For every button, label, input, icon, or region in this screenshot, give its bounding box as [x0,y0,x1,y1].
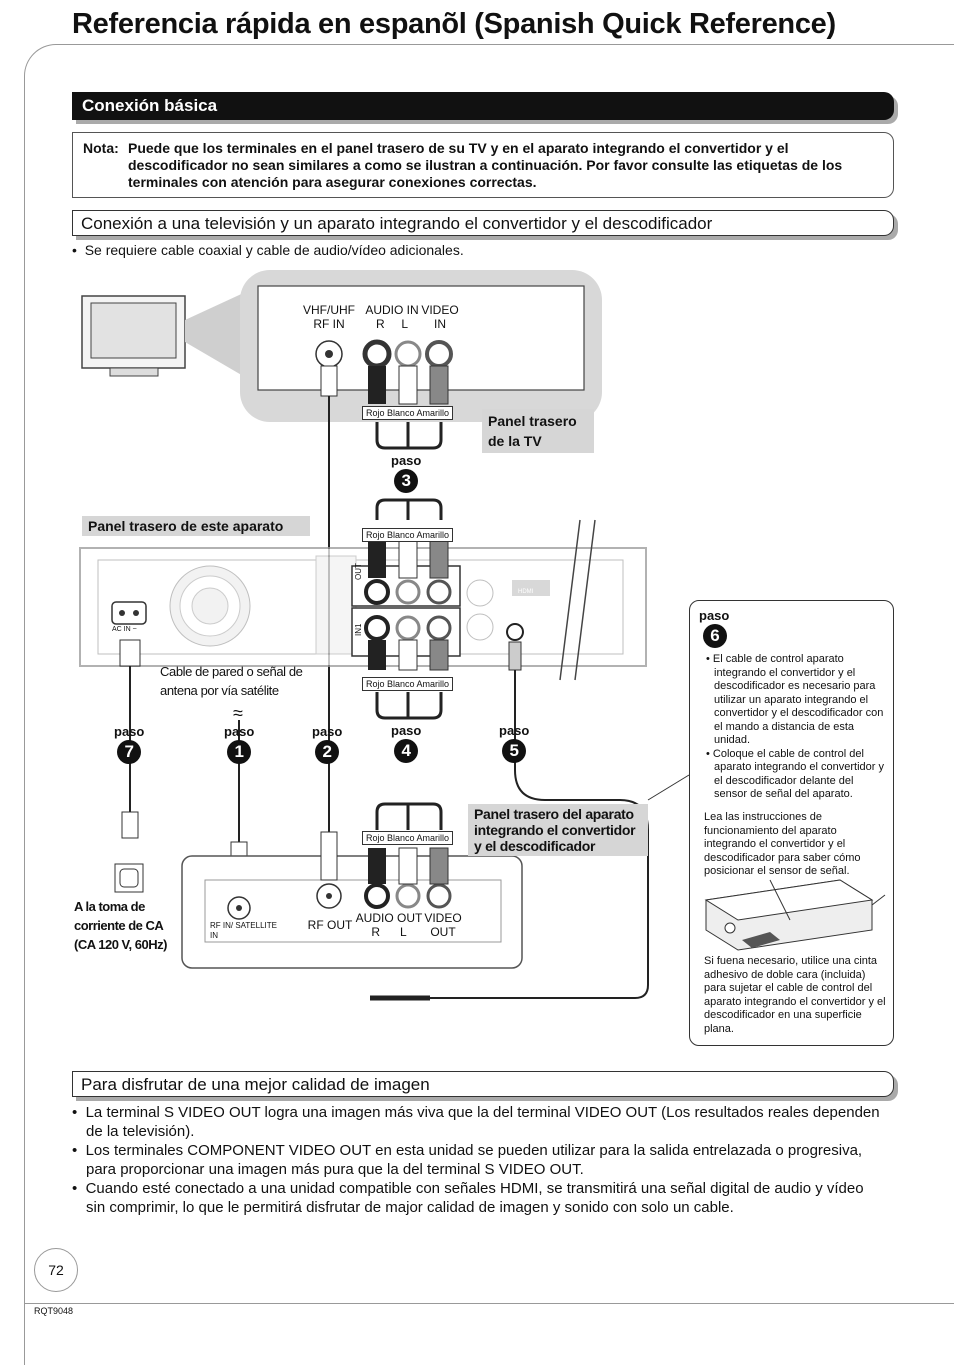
tv-icon [81,295,186,377]
tv-panel-label-1: Panel trasero [488,413,577,429]
step-6-bullet-2: Coloque el cable de control del aparato … [712,747,884,801]
tv-rf-label-1: VHF/UHF [303,303,355,317]
tv-audio-label-1: AUDIO IN [365,303,419,317]
stb-rf-out-label: RF OUT [307,918,353,932]
cable-note: • Se requiere cable coaxial y cable de a… [72,242,464,258]
quality-bullets: • La terminal S VIDEO OUT logra una imag… [72,1103,884,1217]
step-6-box [689,600,894,1046]
stb-audio-out-2: R L [371,925,407,939]
quality-bullet-2: Los terminales COMPONENT VIDEO OUT en es… [85,1142,863,1178]
out-label: OUT [354,563,363,580]
tv-audio-label-2: R L [375,317,408,331]
model-code: RQT9048 [34,1306,74,1316]
page-title: Referencia rápida en espanõl (Spanish Qu… [72,8,836,40]
cable-color-label: Rojo Blanco Amarillo [362,406,454,420]
step-1-num: 1 [227,740,252,764]
hdmi-logo: HDMI [518,589,534,595]
page-frame [24,44,954,1365]
step-5-num: 5 [502,739,527,763]
ac-outlet-label: A la toma de corriente de CA (CA 120 V, … [74,899,167,952]
cable-color-label: Rojo Blanco Amarillo [362,831,454,845]
tv-panel-label: Panel trasero de la TV [482,409,594,453]
note-label: Nota: [83,140,119,156]
note-box: Nota: Puede que los terminales en el pan… [72,132,894,198]
note-text: Puede que los terminales en el panel tra… [128,140,843,190]
stb-audio-out-1: AUDIO OUT [355,911,423,925]
sensor-illustration [704,879,886,951]
ac-in-label: AC IN ~ [112,626,137,633]
tv-video-label-2: IN [434,317,446,331]
cable-color-label: Rojo Blanco Amarillo [362,677,454,691]
subsection-heading-connection: Conexión a una televisión y un aparato i… [72,210,894,236]
cable-color-label: Rojo Blanco Amarillo [362,528,454,542]
step-6-para-2: Si fuena necesario, utilice una cinta ad… [704,955,886,1035]
step-7-word: paso [114,724,145,739]
signal-wave-icon: ≈ [233,703,243,723]
step-6-para-1: Lea las instrucciones de funcionamiento … [704,811,861,877]
page-frame-bottom [24,1303,954,1304]
stb-rf-in-label: RF IN/ SATELLITE IN [210,921,277,940]
step-6-bullets: • El cable de control aparato integrando… [706,653,884,801]
in1-label: IN1 [354,623,363,636]
section-heading: Conexión básica [72,92,894,120]
step-5-word: paso [499,723,530,738]
step-3-word: paso [391,453,422,468]
tv-video-label-1: VIDEO [421,303,459,317]
tv-rf-label-2: RF IN [313,317,345,331]
list-item: • Cuando esté conectado a una unidad com… [72,1180,864,1216]
list-item: • Los terminales COMPONENT VIDEO OUT en … [72,1142,863,1178]
stb-video-out-1: VIDEO [424,911,462,925]
step-7-num: 7 [117,740,142,764]
cable-note-text: Se requiere cable coaxial y cable de aud… [84,242,464,258]
step-6-word: paso [699,608,730,623]
step-1-word: paso [224,724,255,739]
list-item: • La terminal S VIDEO OUT logra una imag… [72,1104,880,1140]
step-2-num: 2 [315,740,340,764]
step-4-word: paso [391,723,422,738]
stb-video-out-2: OUT [430,925,456,939]
quality-bullet-3: Cuando esté conectado a una unidad compa… [85,1180,864,1216]
step-6-bullet-1: El cable de control aparato integrando e… [712,653,884,746]
stb-panel-label: Panel trasero del aparato integrando el … [468,804,648,856]
step-2-word: paso [312,724,343,739]
wall-signal-label: Cable de pared o señal de antena por vía… [160,664,303,698]
unit-panel-label: Panel trasero de este aparato [82,516,310,536]
step-4-num: 4 [394,739,419,763]
step-6-num: 6 [703,624,727,648]
subsection-heading-quality: Para disfrutar de una mejor calidad de i… [72,1071,894,1097]
tv-panel-label-2: de la TV [488,433,542,449]
step-3-num: 3 [394,469,419,493]
page-number: 72 [34,1248,78,1292]
quality-bullet-1: La terminal S VIDEO OUT logra una imagen… [85,1104,880,1140]
